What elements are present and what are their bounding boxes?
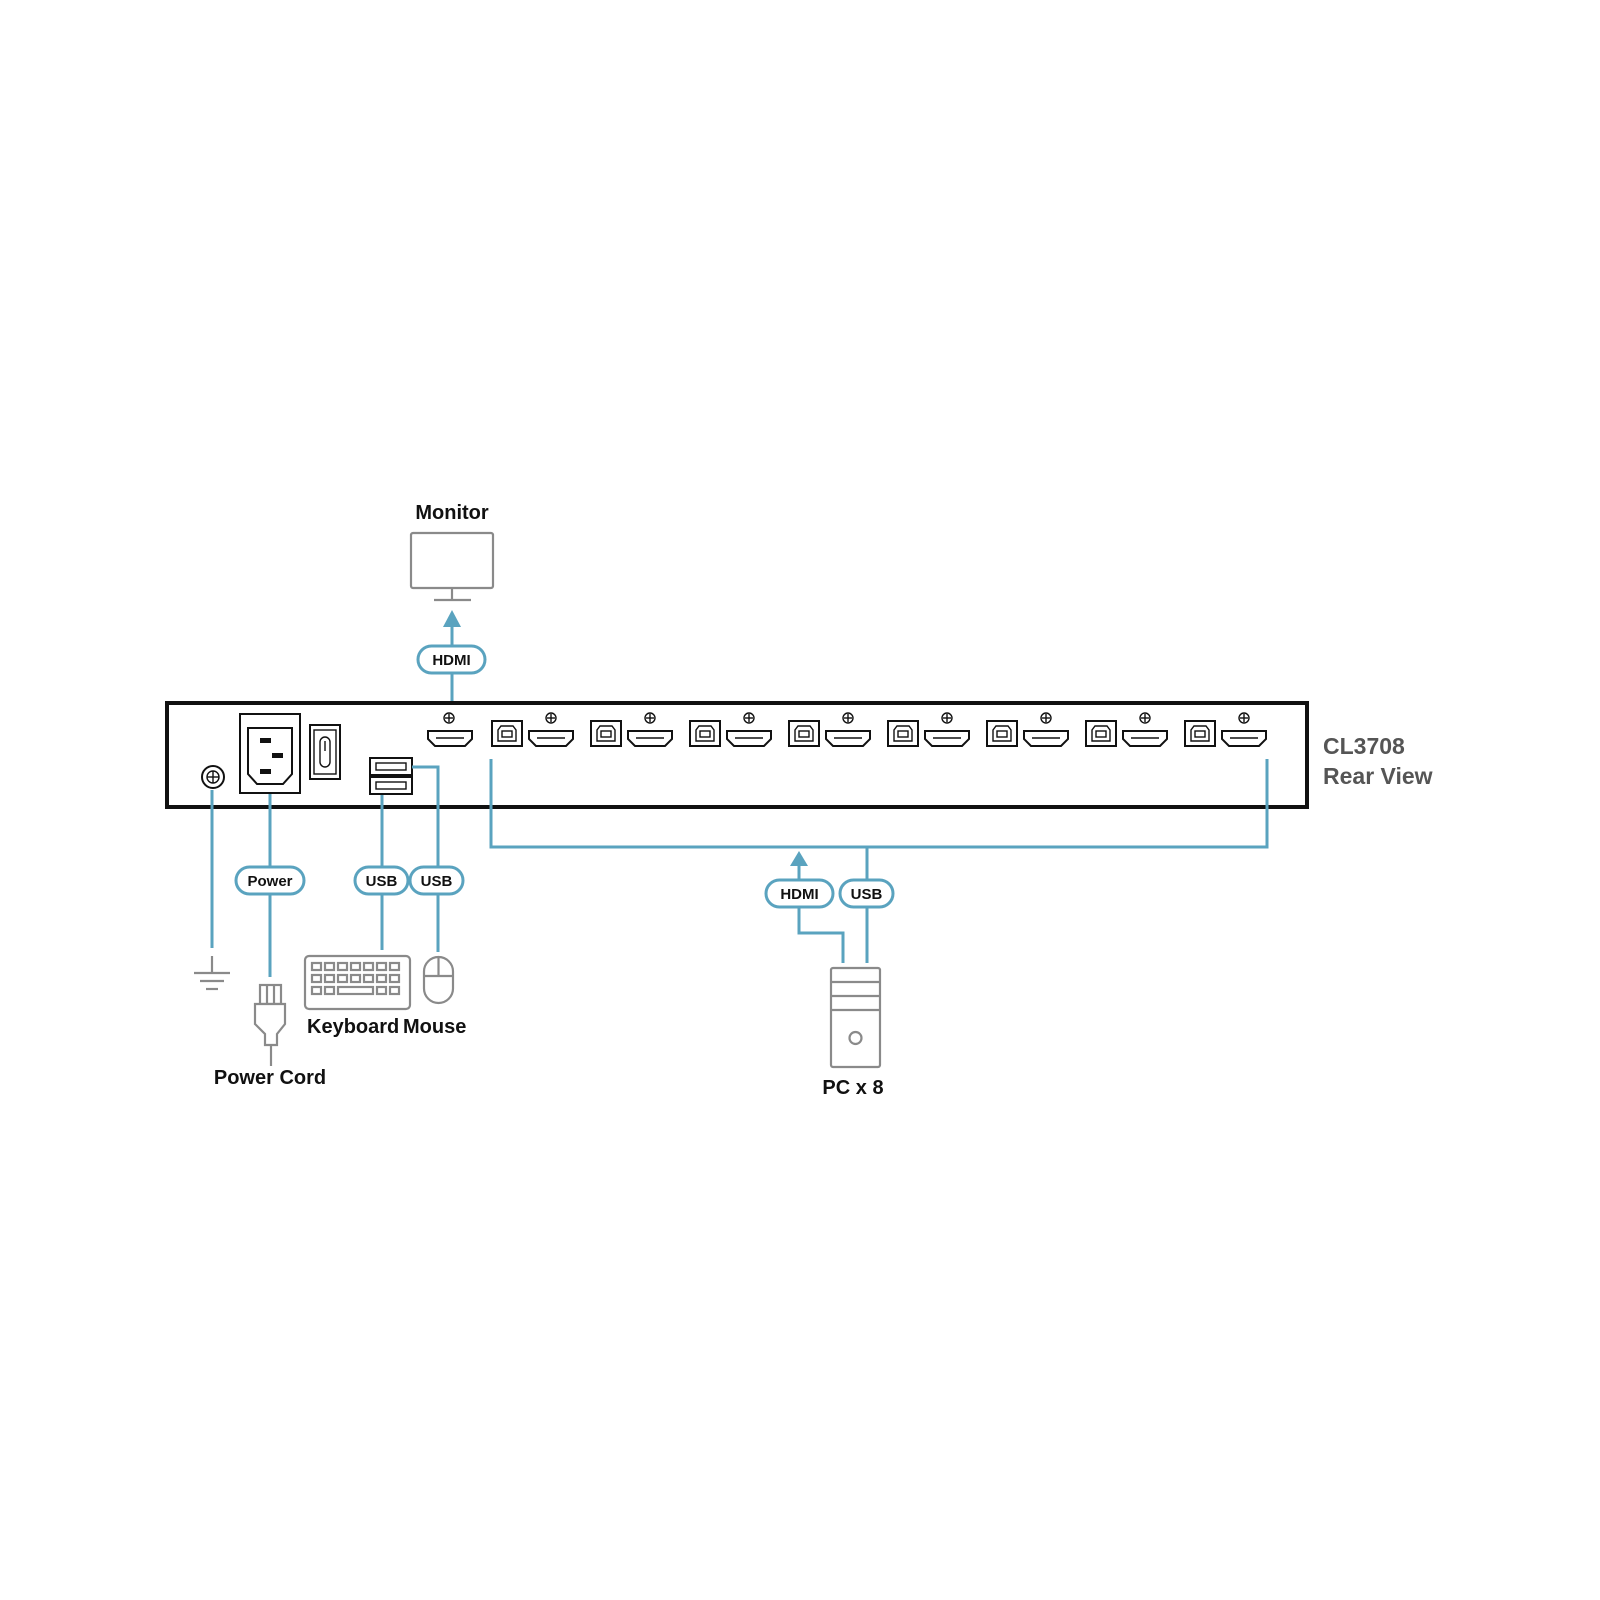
power-cord-label: Power Cord: [214, 1067, 326, 1089]
hdmi-port: [924, 712, 970, 747]
pc-port-pair: [1085, 712, 1168, 747]
keyboard-icon: [303, 954, 412, 1011]
pc-tower-icon: [829, 966, 882, 1069]
console-usb-ports: [369, 757, 413, 795]
monitor-label: Monitor: [415, 502, 489, 524]
keyboard-usb-label: USB: [366, 873, 398, 890]
pc-port-pair: [590, 712, 673, 747]
power-pill: Power: [234, 865, 306, 896]
mouse-usb-pill: USB: [408, 865, 465, 896]
hdmi-port: [825, 712, 871, 747]
monitor-hdmi-pill: HDMI: [416, 644, 487, 675]
pc-hdmi-pill: HDMI: [764, 878, 835, 909]
pc-hdmi-label: HDMI: [780, 886, 818, 903]
keyboard-label: Keyboard: [307, 1016, 399, 1038]
usb-b-port: [1184, 720, 1216, 747]
power-switch: [309, 724, 341, 780]
hdmi-port: [1122, 712, 1168, 747]
usb-b-port: [1085, 720, 1117, 747]
view-name: Rear View: [1323, 763, 1433, 789]
monitor-hdmi-label: HDMI: [432, 652, 470, 669]
usb-b-port: [788, 720, 820, 747]
pc-port-pair: [1184, 712, 1267, 747]
pc-port-pair: [491, 712, 574, 747]
keyboard-usb-pill: USB: [353, 865, 410, 896]
console-hdmi-port: [427, 712, 473, 747]
ground-terminal: [201, 765, 225, 789]
usb-b-port: [590, 720, 622, 747]
power-plug-icon: [253, 983, 287, 1066]
pc-port-pair: [887, 712, 970, 747]
pc-port-pair: [689, 712, 772, 747]
hdmi-port: [627, 712, 673, 747]
power-inlet: [239, 713, 301, 794]
hdmi-port: [528, 712, 574, 747]
usb-b-port: [986, 720, 1018, 747]
pc-bus-cable: [489, 759, 1269, 849]
hdmi-port: [1221, 712, 1267, 747]
ground-icon: [194, 956, 230, 991]
pc-port-pair: [788, 712, 871, 747]
usb-b-port: [491, 720, 523, 747]
power-cable-label: Power: [247, 873, 292, 890]
pc-label: PC x 8: [822, 1077, 883, 1099]
pc-usb-label: USB: [851, 886, 883, 903]
mouse-label: Mouse: [403, 1016, 466, 1038]
model-name: CL3708: [1323, 733, 1405, 759]
usb-b-port: [689, 720, 721, 747]
mouse-icon: [422, 955, 455, 1005]
usb-b-port: [887, 720, 919, 747]
pc-usb-pill: USB: [838, 878, 895, 909]
pc-port-group: [491, 712, 1267, 747]
mouse-usb-label: USB: [421, 873, 453, 890]
pc-port-pair: [986, 712, 1069, 747]
hdmi-port: [726, 712, 772, 747]
hdmi-port: [1023, 712, 1069, 747]
monitor-icon: [409, 531, 495, 602]
